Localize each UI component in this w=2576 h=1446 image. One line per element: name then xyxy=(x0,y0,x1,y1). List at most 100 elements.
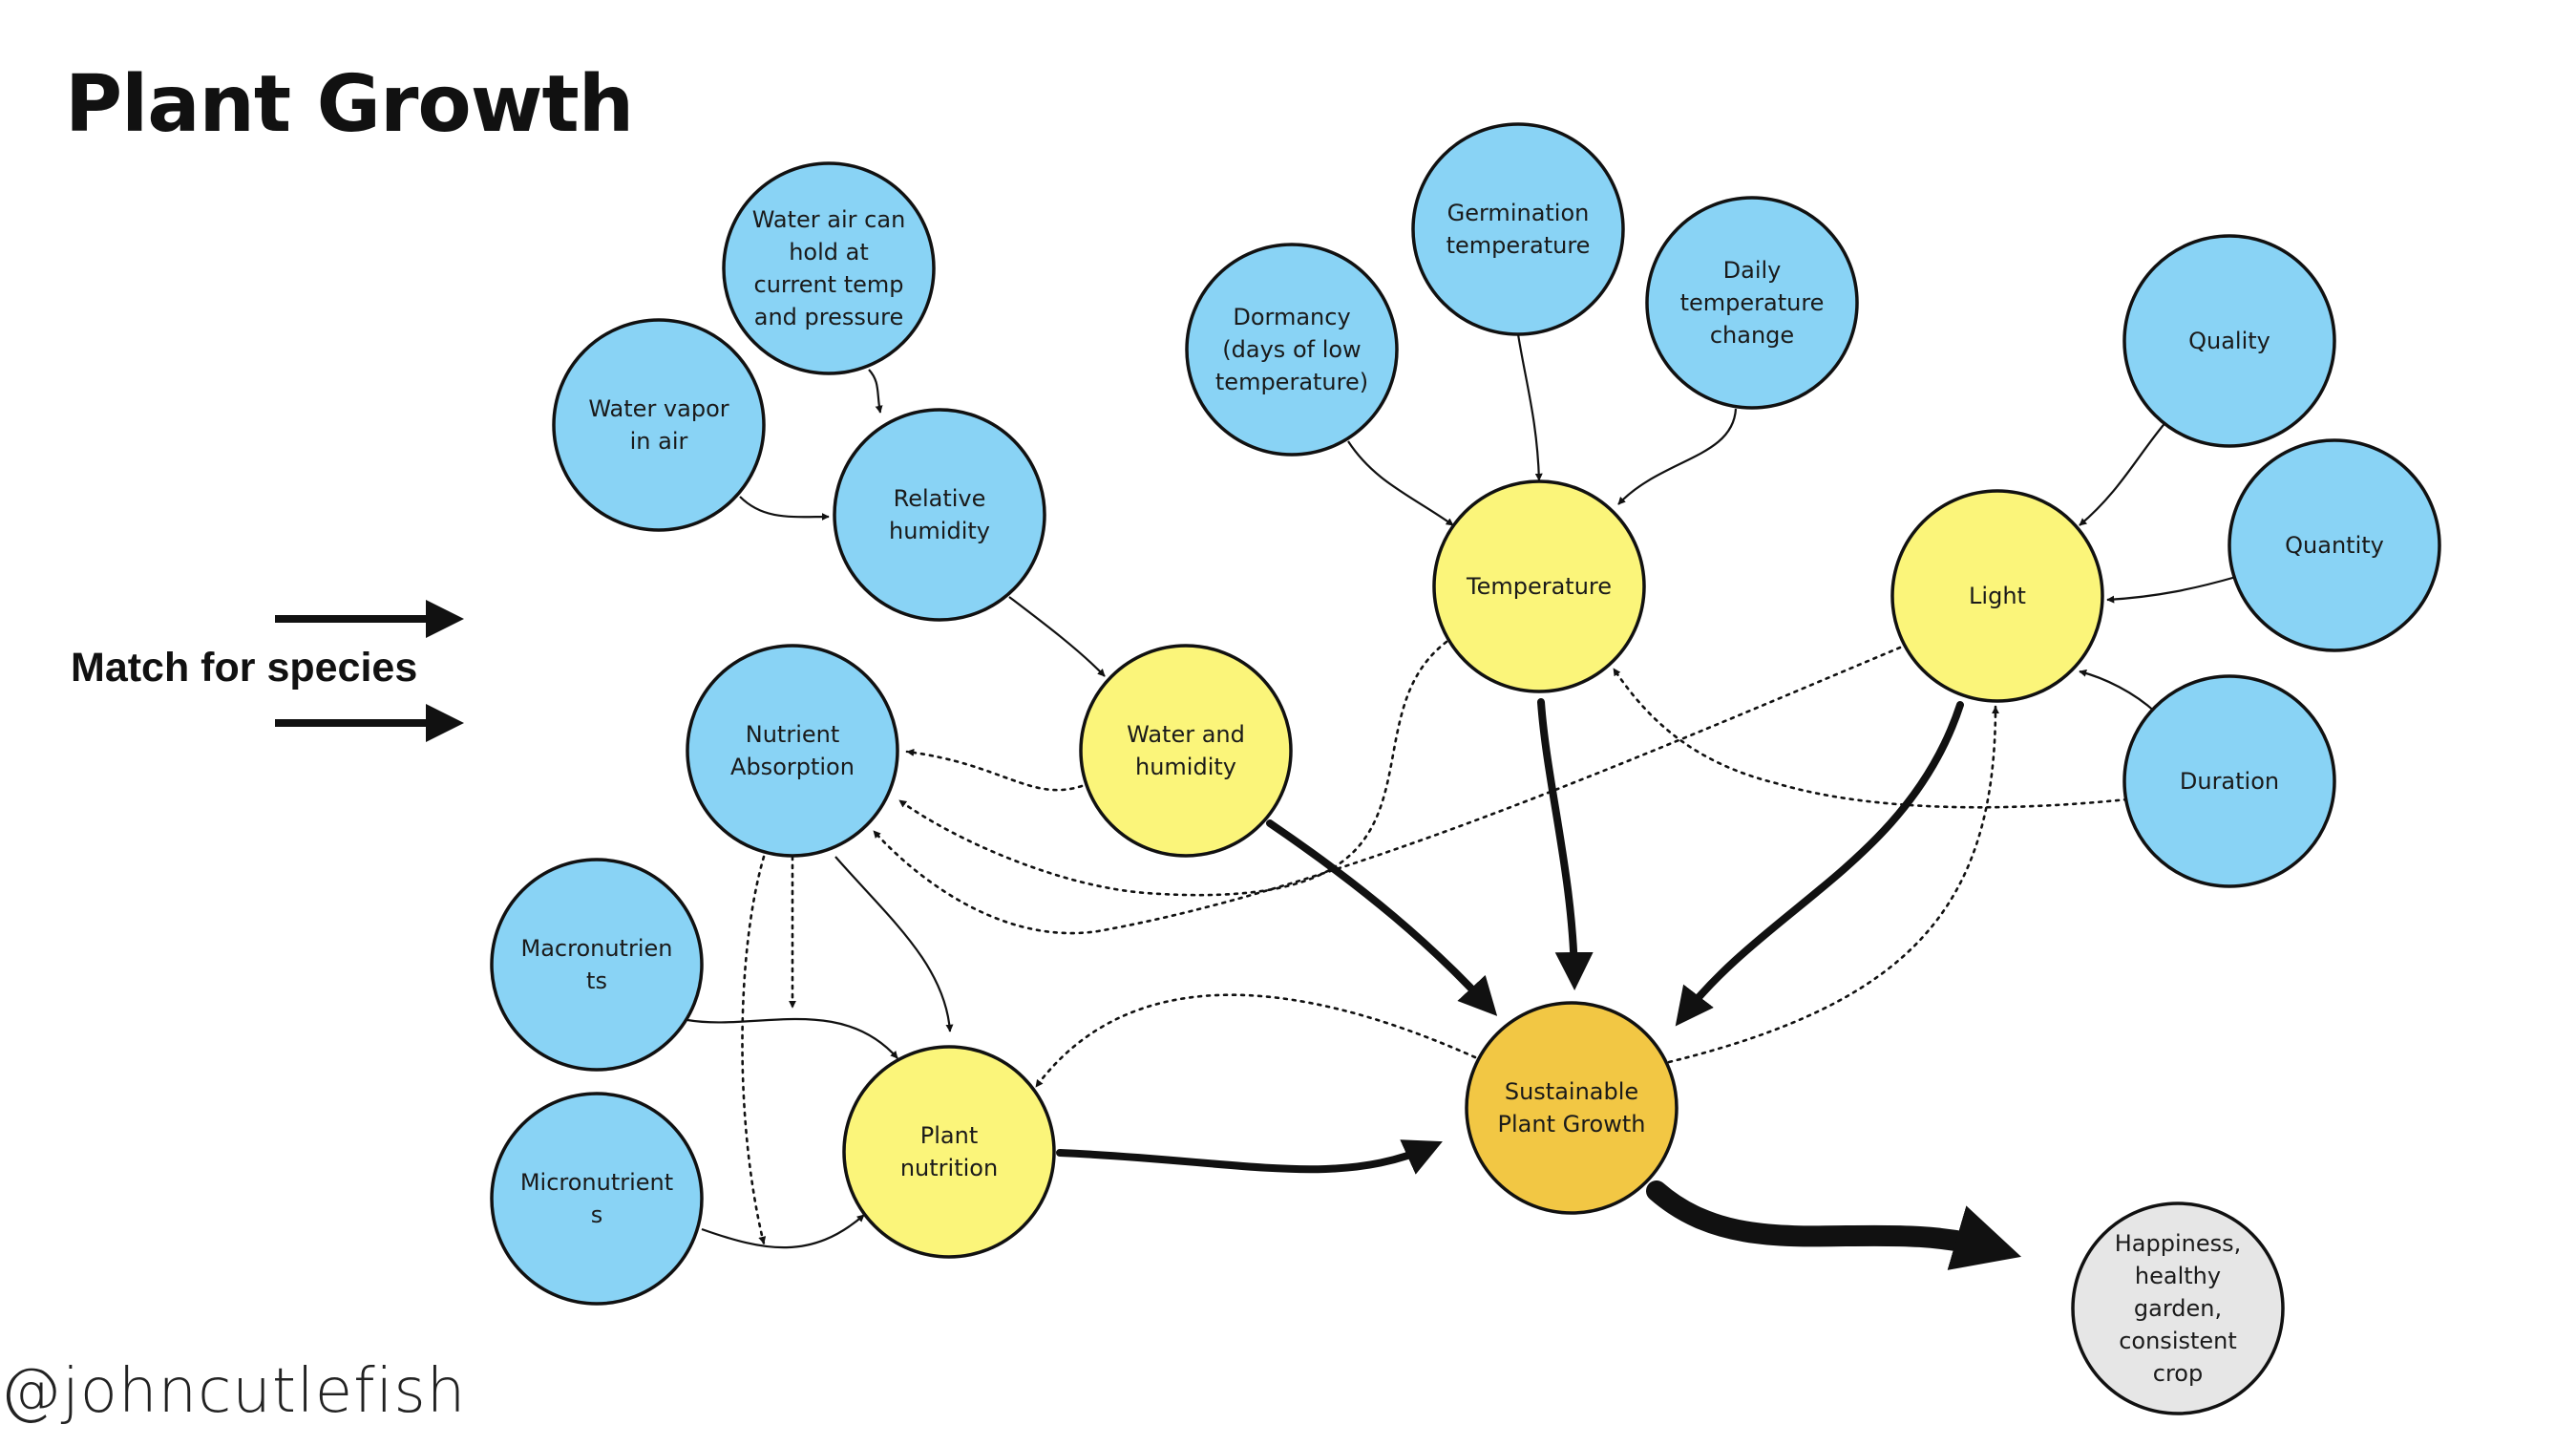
node-circle xyxy=(1079,644,1293,858)
node-macronutrients: Macronutrien ts xyxy=(490,858,704,1072)
node-circle xyxy=(842,1045,1056,1259)
node-label-line: hold at xyxy=(789,239,869,266)
node-germination-temp: Germination temperature xyxy=(1411,122,1625,336)
node-label-line: current temp xyxy=(754,271,904,298)
node-label-line: Sustainable xyxy=(1505,1078,1638,1105)
node-circle xyxy=(1411,122,1625,336)
node-label-line: Absorption xyxy=(730,754,855,780)
node-water-air-hold: Water air can hold at current temp and pres… xyxy=(722,161,936,375)
edge-daily-to-temp xyxy=(1617,408,1738,505)
node-circle xyxy=(490,1092,704,1306)
page-title: Plant Growth xyxy=(65,59,634,150)
node-label-line: Water and xyxy=(1127,721,1245,748)
node-outcome: Happiness, healthy garden, consistent crop xyxy=(2071,1201,2285,1415)
node-label-line: crop xyxy=(2153,1360,2203,1387)
node-label-line: temperature xyxy=(1680,289,1825,316)
node-circle xyxy=(552,318,766,532)
node-duration: Duration xyxy=(2122,674,2336,888)
edge-germination-to-temp xyxy=(1516,333,1543,481)
edge-vapor-to-humidity xyxy=(739,496,830,521)
node-circle xyxy=(686,644,899,858)
node-label-line: Dormancy xyxy=(1233,304,1350,330)
edge-quality-to-light xyxy=(2079,419,2168,526)
author-handle: @johncutlefish xyxy=(0,1356,467,1427)
edge-light-to-growth xyxy=(1675,701,1964,1027)
nodes: Water air can hold at current temp and pres… xyxy=(490,122,2441,1415)
node-label-line: s xyxy=(591,1201,603,1228)
node-circle xyxy=(1185,243,1399,457)
node-water-humidity: Water and humidity xyxy=(1079,644,1293,858)
edge-micro-to-nutrition xyxy=(701,1214,865,1249)
node-label-line: Quantity xyxy=(2285,532,2384,559)
edge-duration-to-light xyxy=(2079,669,2157,713)
node-daily-temp-change: Daily temperature change xyxy=(1645,196,1859,410)
edge-growth-to-outcome xyxy=(1646,1180,2022,1270)
node-circle xyxy=(833,408,1046,622)
node-label-line: garden, xyxy=(2134,1295,2222,1322)
node-label-line: change xyxy=(1710,322,1794,349)
node-label-line: Plant xyxy=(920,1122,978,1149)
node-label-line: healthy xyxy=(2135,1263,2221,1289)
node-micronutrients: Micronutrient s xyxy=(490,1092,704,1306)
node-label-line: humidity xyxy=(1135,754,1236,780)
node-label-line: ts xyxy=(586,968,607,994)
node-label-line: Duration xyxy=(2180,768,2279,795)
edge-absorption-to-nutrition xyxy=(834,856,954,1032)
node-label-line: and pressure xyxy=(754,304,903,330)
edge-growth-to-light xyxy=(1667,705,1999,1064)
node-light: Light xyxy=(1890,489,2104,703)
node-label-line: Plant Growth xyxy=(1498,1111,1646,1138)
node-circle xyxy=(490,858,704,1072)
side-arrows xyxy=(275,600,464,742)
match-for-species-label: Match for species xyxy=(71,645,418,691)
node-label-line: Water vapor xyxy=(588,395,728,422)
node-circle xyxy=(2228,438,2441,652)
node-label-line: Relative xyxy=(894,485,986,512)
edge-duration-to-temp xyxy=(1612,667,2129,809)
edge-humidity-to-water xyxy=(1008,596,1106,677)
node-label-line: Macronutrien xyxy=(521,935,673,962)
node-label-line: Quality xyxy=(2188,328,2270,354)
edge-absorption-to-micro xyxy=(741,855,767,1245)
node-water-vapor: Water vapor in air xyxy=(552,318,766,532)
node-circle xyxy=(722,161,936,375)
edge-macro-to-nutrition xyxy=(686,1017,898,1059)
node-label-line: Happiness, xyxy=(2115,1230,2242,1257)
node-label-line: Germination xyxy=(1447,200,1590,226)
node-label-line: humidity xyxy=(889,518,990,544)
edge-growth-to-nutrition xyxy=(1034,993,1477,1089)
node-label-line: consistent xyxy=(2119,1328,2237,1354)
node-label-line: temperature xyxy=(1446,232,1591,259)
node-label-line: Micronutrient xyxy=(520,1169,673,1196)
dotted-edges xyxy=(741,640,2129,1245)
node-label-line: temperature) xyxy=(1215,369,1368,395)
bold-edges xyxy=(1056,698,1964,1175)
node-circle xyxy=(2122,234,2336,448)
node-circle xyxy=(1645,196,1859,410)
node-circle xyxy=(2122,674,2336,888)
edge-quantity-to-light xyxy=(2106,575,2237,604)
edge-water-air-to-humidity xyxy=(868,369,883,414)
node-circle xyxy=(1432,479,1646,693)
node-quality: Quality xyxy=(2122,234,2336,448)
thin-edges xyxy=(686,333,2237,1249)
node-label-line: Water air can xyxy=(752,206,906,233)
node-circle xyxy=(1890,489,2104,703)
node-label-line: in air xyxy=(630,428,688,455)
edge-water-to-absorption xyxy=(905,748,1084,792)
edge-temp-to-growth xyxy=(1537,698,1594,990)
edge-water-to-growth xyxy=(1266,819,1498,1016)
node-label-line: Daily xyxy=(1723,257,1782,284)
node-temperature: Temperature xyxy=(1432,479,1646,693)
node-circle xyxy=(2071,1201,2285,1415)
node-label-line: Nutrient xyxy=(746,721,840,748)
node-relative-humidity: Relative humidity xyxy=(833,408,1046,622)
node-label-line: Temperature xyxy=(1466,573,1612,600)
node-circle xyxy=(1465,1001,1679,1215)
node-quantity: Quantity xyxy=(2228,438,2441,652)
node-label-line: Light xyxy=(1969,583,2026,609)
